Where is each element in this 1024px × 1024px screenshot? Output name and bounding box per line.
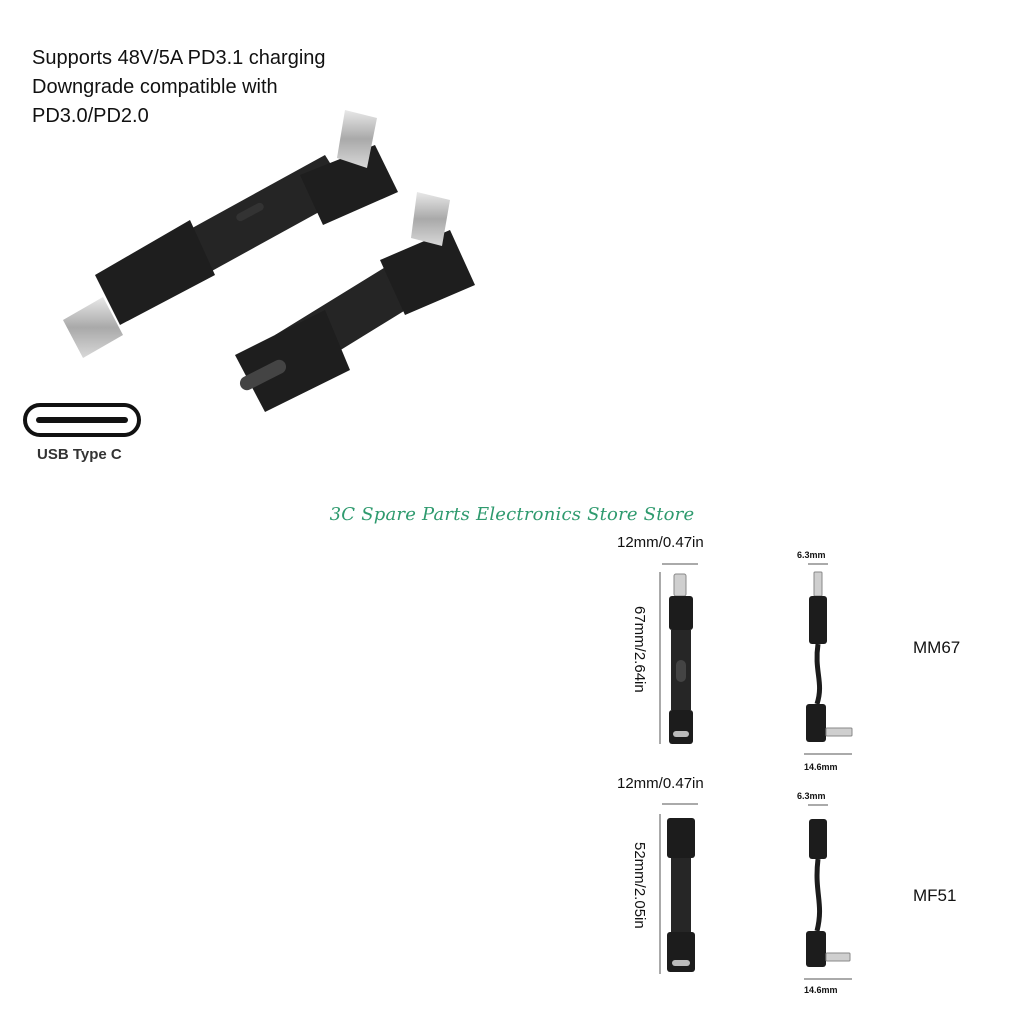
mm67-width-label: 12mm/0.47in	[617, 534, 704, 551]
cable-mm-photo	[63, 110, 398, 358]
mf51-bend-width-label: 14.6mm	[804, 985, 838, 995]
store-watermark: 3C Spare Parts Electronics Store Store	[329, 504, 695, 525]
headline-line-1: Supports 48V/5A PD3.1 charging	[32, 47, 326, 69]
feature-headline: Supports 48V/5A PD3.1 charging Downgrade…	[32, 44, 326, 131]
product-photo	[55, 100, 475, 420]
mm67-length-label: 67mm/2.64in	[631, 606, 648, 693]
cable-mf-photo	[235, 192, 475, 412]
usb-c-port-icon	[22, 402, 142, 438]
mf51-model-label: MF51	[913, 886, 957, 905]
mf51-width-label: 12mm/0.47in	[617, 775, 704, 792]
headline-line-2: Downgrade compatible with	[32, 76, 278, 98]
mm67-model-label: MM67	[913, 638, 961, 657]
mf51-front-diagram	[656, 800, 706, 980]
mm67-front-diagram	[656, 560, 706, 750]
mf51-side-width-label: 6.3mm	[797, 791, 826, 801]
mf51-length-label: 52mm/2.05in	[631, 842, 648, 929]
usb-type-c-caption: USB Type C	[37, 446, 122, 463]
mm67-side-diagram	[790, 562, 860, 758]
headline-line-3: PD3.0/PD2.0	[32, 105, 149, 127]
mm67-bend-width-label: 14.6mm	[804, 762, 838, 772]
mf51-side-diagram	[790, 803, 860, 983]
mm67-side-width-label: 6.3mm	[797, 550, 826, 560]
